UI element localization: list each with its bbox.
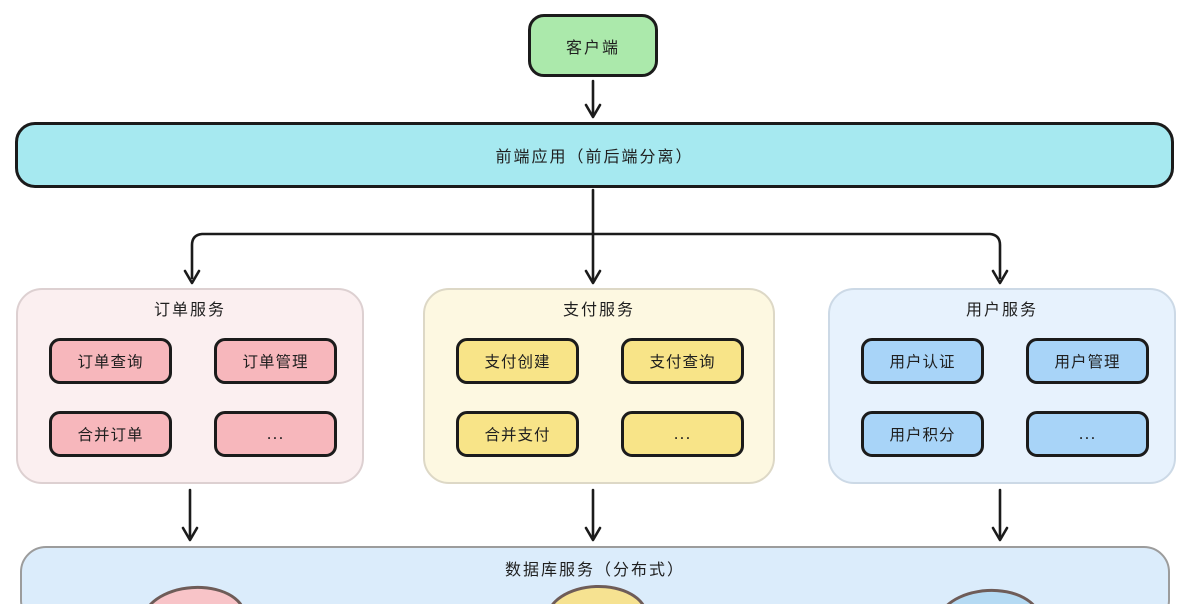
payment-query-node: 支付查询 (621, 338, 744, 384)
payment-database-cylinder-icon (544, 583, 650, 604)
frontend-app-bar: 前端应用（前后端分离） (15, 122, 1174, 188)
payment-create-node: 支付创建 (456, 338, 579, 384)
client-node: 客户端 (528, 14, 658, 77)
payment-more-node: ... (621, 411, 744, 457)
user-more-node: ... (1026, 411, 1149, 457)
database-service-bar: 数据库服务（分布式） (20, 546, 1170, 604)
order-service-title: 订单服务 (153, 300, 226, 319)
user-auth-node: 用户认证 (861, 338, 984, 384)
payment-merge-node: 合并支付 (456, 411, 579, 457)
order-merge-node: 合并订单 (49, 411, 172, 457)
order-manage-node: 订单管理 (214, 338, 337, 384)
frontend-app-label: 前端应用（前后端分离） (495, 147, 694, 166)
payment-service-group: 支付服务 支付创建 支付查询 合并支付 ... (423, 288, 775, 484)
user-database-cylinder-icon (935, 586, 1043, 604)
client-label: 客户端 (565, 37, 620, 57)
database-service-label: 数据库服务（分布式） (504, 560, 685, 579)
user-service-group: 用户服务 用户认证 用户管理 用户积分 ... (828, 288, 1176, 484)
payment-service-title: 支付服务 (562, 300, 635, 319)
user-manage-node: 用户管理 (1026, 338, 1149, 384)
user-service-title: 用户服务 (965, 300, 1038, 319)
order-service-group: 订单服务 订单查询 订单管理 合并订单 ... (16, 288, 364, 484)
order-query-node: 订单查询 (49, 338, 172, 384)
order-more-node: ... (214, 411, 337, 457)
user-points-node: 用户积分 (861, 411, 984, 457)
order-database-cylinder-icon (139, 582, 249, 604)
